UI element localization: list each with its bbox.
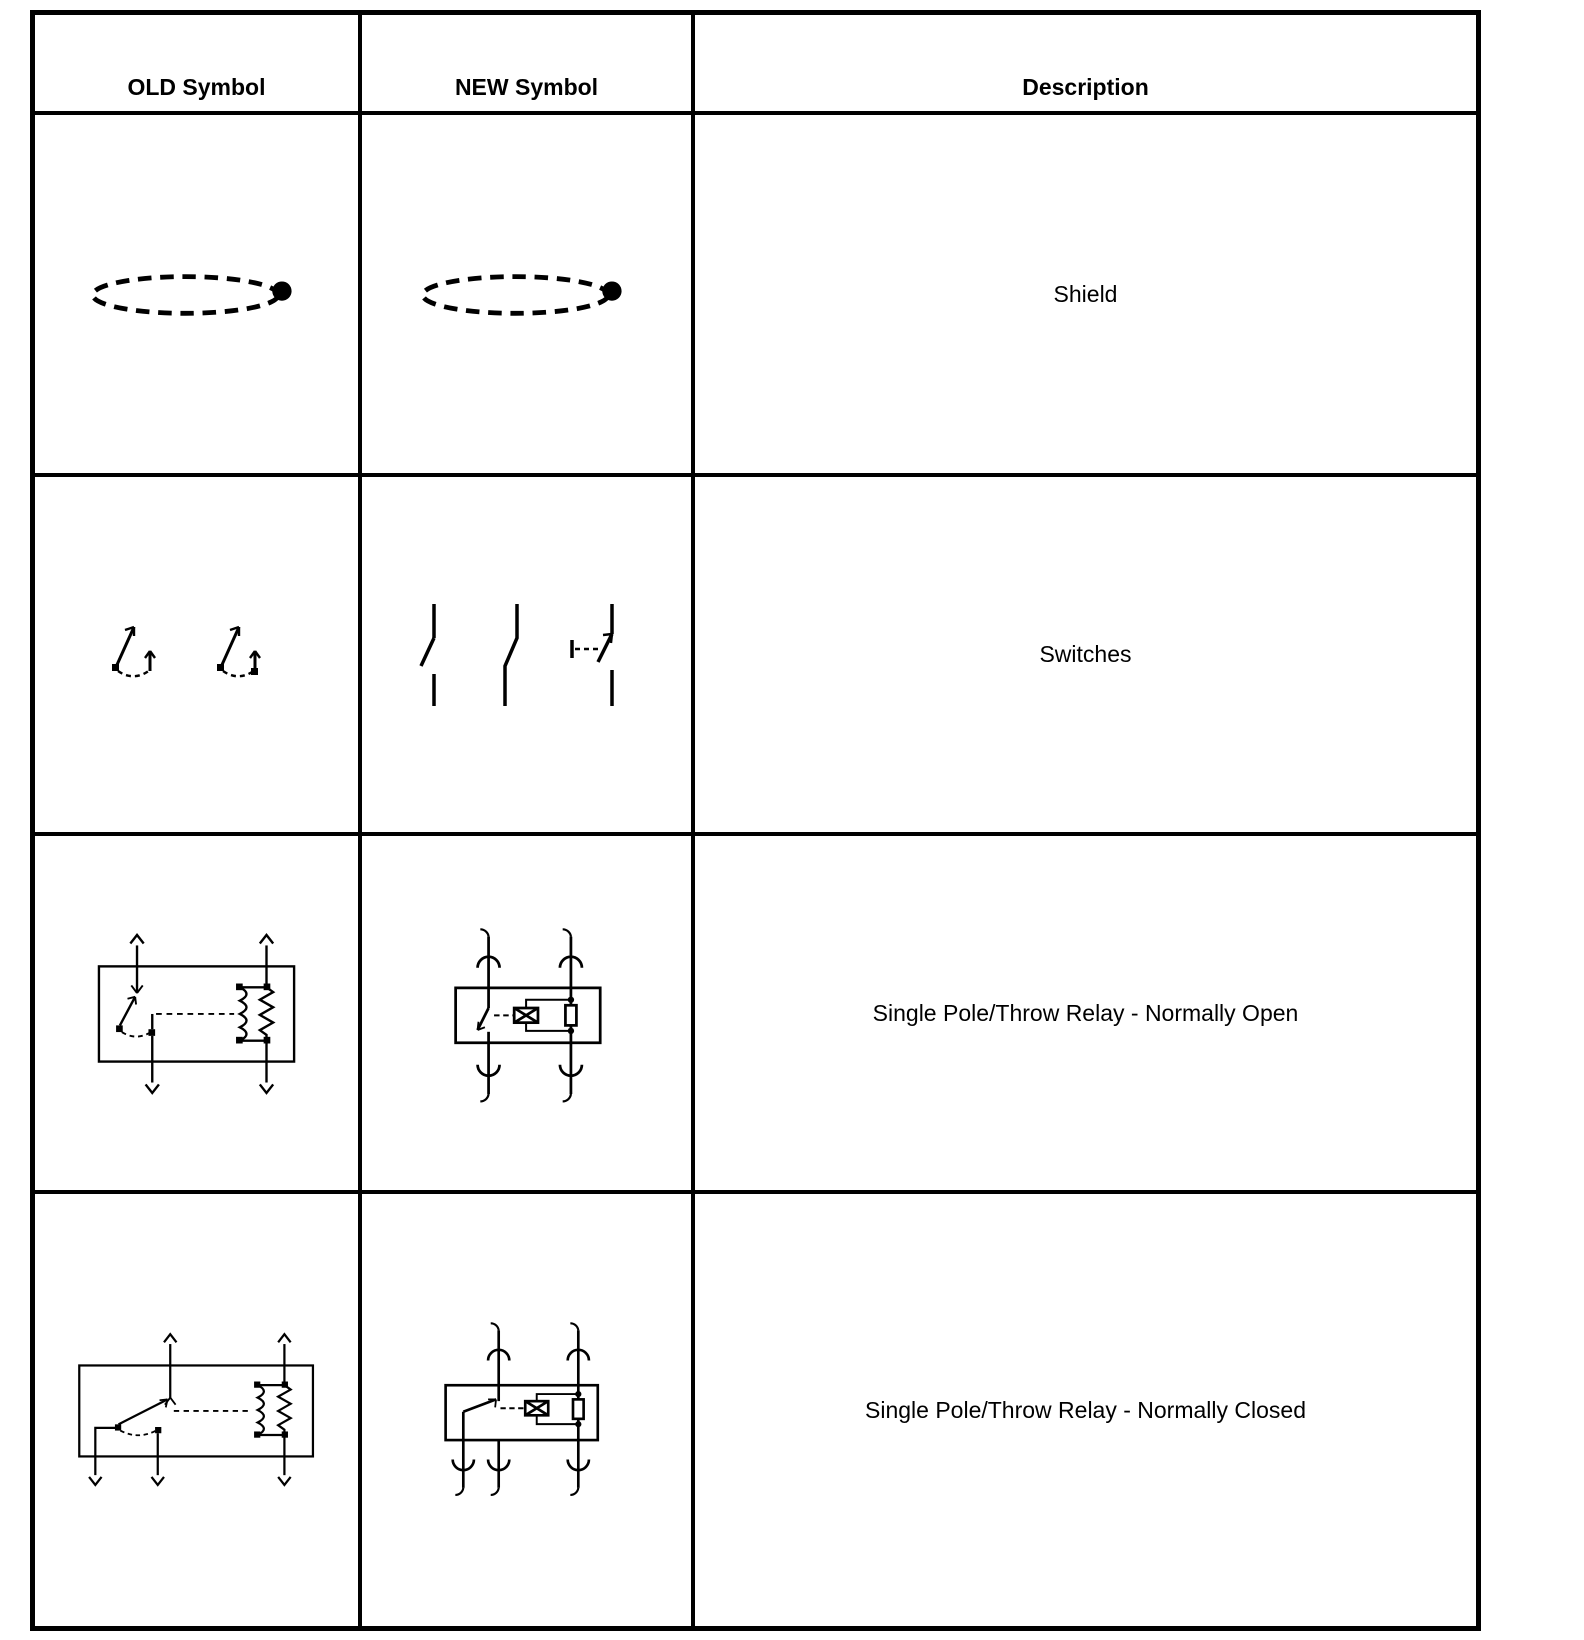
relay-normally-open-new-symbol <box>453 927 602 1102</box>
cell-relay-no-old <box>35 836 362 1194</box>
cell-shield-old <box>35 115 362 477</box>
cell-switches-description: Switches <box>695 477 1476 836</box>
switches-new-symbol <box>418 603 614 706</box>
symbol-legend-table: OLD Symbol NEW Symbol Description Shield <box>30 10 1481 1631</box>
cell-relay-no-new <box>362 836 695 1194</box>
switches-description: Switches <box>1039 641 1132 667</box>
relay-no-description: Single Pole/Throw Relay - Normally Open <box>872 999 1299 1026</box>
shield-new-symbol <box>419 274 622 316</box>
relay-normally-closed-old-symbol <box>77 1331 314 1487</box>
cell-switches-new <box>362 477 695 836</box>
cell-relay-nc-description: Single Pole/Throw Relay - Normally Close… <box>695 1194 1476 1626</box>
cell-switches-old <box>35 477 362 836</box>
header-new-symbol: NEW Symbol <box>362 15 695 115</box>
header-description: Description <box>695 15 1476 115</box>
cell-relay-nc-old <box>35 1194 362 1626</box>
switches-old-symbol <box>111 625 261 678</box>
cell-relay-nc-new <box>362 1194 695 1626</box>
cell-relay-no-description: Single Pole/Throw Relay - Normally Open <box>695 836 1476 1194</box>
header-old-symbol-label: OLD Symbol <box>127 74 266 100</box>
header-old-symbol: OLD Symbol <box>35 15 362 115</box>
relay-nc-description: Single Pole/Throw Relay - Normally Close… <box>865 1396 1306 1423</box>
shield-old-symbol <box>89 274 292 316</box>
cell-shield-new <box>362 115 695 477</box>
header-description-label: Description <box>1022 74 1149 100</box>
cell-shield-description: Shield <box>695 115 1476 477</box>
relay-normally-open-old-symbol <box>97 932 295 1095</box>
header-new-symbol-label: NEW Symbol <box>454 74 599 100</box>
relay-normally-closed-new-symbol <box>443 1322 599 1496</box>
shield-description: Shield <box>1053 280 1118 307</box>
